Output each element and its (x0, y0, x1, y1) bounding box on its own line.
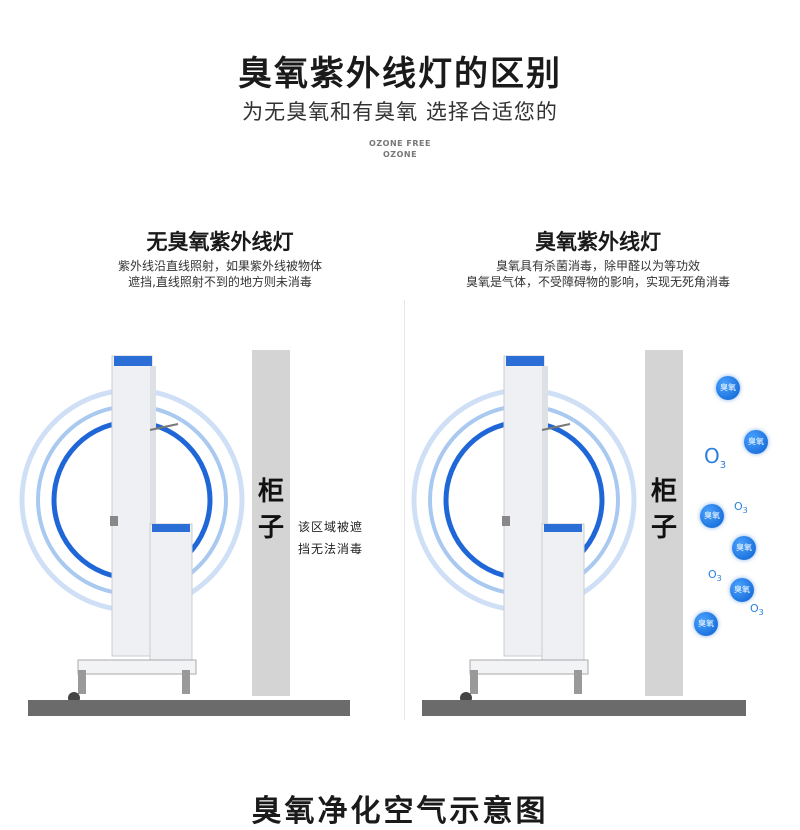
right-column-title: 臭氧紫外线灯 (535, 230, 661, 254)
right-uv-lamp-illustration (411, 355, 637, 712)
right-desc-line2: 臭氧是气体，不受障碍物的影响，实现无死角消毒 (465, 275, 730, 289)
right-cabinet-char2: 子 (650, 513, 677, 543)
shadow-note-line2: 挡无法消毒 (298, 542, 364, 556)
page-subtitle: 为无臭氧和有臭氧 选择合适您的 (242, 100, 558, 124)
ozone-bubble: 臭氧 (732, 536, 756, 560)
bottom-section-title: 臭氧净化空气示意图 (251, 794, 549, 829)
left-column-title: 无臭氧紫外线灯 (146, 230, 294, 254)
o3-molecule: O3 (734, 500, 748, 516)
ozone-bubble: 臭氧 (730, 578, 754, 602)
right-desc-line1: 臭氧具有杀菌消毒，除甲醛以为等功效 (495, 259, 700, 273)
left-desc-line1: 紫外线沿直线照射，如果紫外线被物体 (117, 259, 322, 273)
ozone-bubble: 臭氧 (700, 504, 724, 528)
ozone-bubble: 臭氧 (716, 376, 740, 400)
o3-molecule: O3 (708, 568, 722, 584)
right-cabinet-char1: 柜 (650, 477, 677, 507)
left-cabinet-char2: 子 (257, 513, 284, 543)
left-cabinet (252, 350, 290, 696)
left-floor (28, 700, 350, 716)
eng-label-ozone: OZONE (382, 150, 418, 159)
ozone-bubble: 臭氧 (744, 430, 768, 454)
left-cabinet-char1: 柜 (257, 477, 284, 507)
ozone-bubble: 臭氧 (694, 612, 718, 636)
left-uv-lamp-illustration (19, 355, 245, 712)
o3-molecule: O3 (750, 602, 764, 618)
left-desc-line2: 遮挡,直线照射不到的地方则未消毒 (128, 275, 312, 289)
right-cabinet (645, 350, 683, 696)
eng-label-ozone-free: OZONE FREE (369, 139, 431, 148)
page-title: 臭氧紫外线灯的区别 (238, 54, 562, 94)
right-floor (422, 700, 746, 716)
o3-molecule: O3 (704, 444, 727, 471)
shadow-note-line1: 该区域被遮 (298, 520, 364, 534)
column-divider (404, 300, 405, 720)
